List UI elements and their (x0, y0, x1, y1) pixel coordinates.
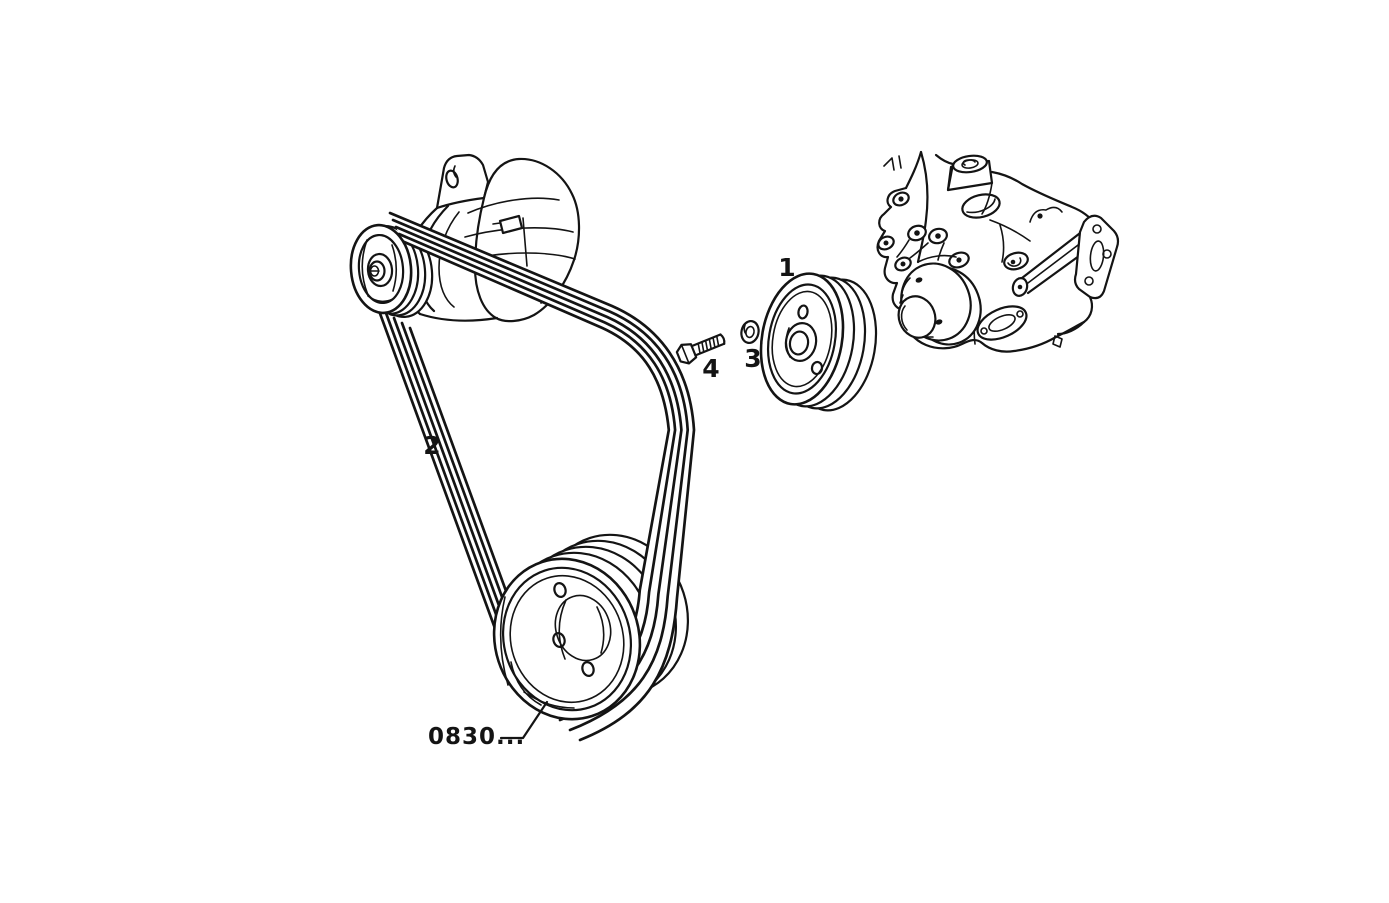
callout-3-label: 3 (744, 344, 761, 373)
crankshaft-pulley (492, 557, 642, 721)
pump-pulley-face (349, 223, 413, 315)
spring-washer (740, 319, 760, 345)
drive-pulley (759, 272, 878, 412)
callouts: 1 2 3 4 0830... (423, 253, 795, 750)
pump-assembly (876, 150, 1120, 353)
callout-4-label: 4 (702, 354, 719, 383)
callout-0830-leader-line (499, 700, 549, 740)
pulley-bolt (675, 333, 726, 365)
callout-1-label: 1 (778, 253, 795, 282)
callout-2-label: 2 (423, 431, 440, 460)
